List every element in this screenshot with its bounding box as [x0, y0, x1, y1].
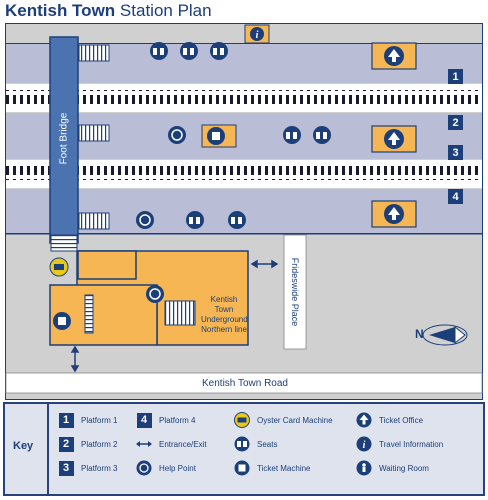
- ticket-office-icon: [371, 42, 417, 70]
- key-label: Ticket Machine: [257, 463, 311, 473]
- ticket-office-icon: [371, 125, 417, 153]
- key-item-ticket-machine: Ticket Machine: [233, 458, 311, 478]
- key-label: Platform 3: [81, 463, 118, 473]
- platform-4-key-icon: 4: [136, 412, 152, 428]
- map-key: Key 1 Platform 1 2 Platform 2 3 Platform…: [3, 402, 485, 496]
- key-label: Platform 1: [81, 415, 118, 425]
- key-label: Platform 4: [159, 415, 196, 425]
- seats-icon: [228, 211, 246, 229]
- ticket-office-icon: [355, 411, 373, 429]
- seats-icon: [180, 42, 198, 60]
- seats-icon: [150, 42, 168, 60]
- kentish-town-road-label: Kentish Town Road: [202, 378, 288, 389]
- key-label: Seats: [257, 439, 278, 449]
- stairs-2: [78, 124, 110, 142]
- key-label: Waiting Room: [379, 463, 429, 473]
- help-point-icon: [146, 285, 164, 303]
- help-point-icon: [168, 126, 186, 144]
- ticket-machine-icon: [233, 459, 251, 477]
- waiting-room-icon: [355, 459, 373, 477]
- underground-label: Kentish Town Underground Northern line: [201, 295, 248, 335]
- platform-number-4: 4: [448, 189, 463, 204]
- station-plan-map: i: [5, 23, 483, 400]
- key-item-platform-2: 2 Platform 2: [57, 434, 117, 454]
- stairs-3: [78, 212, 110, 230]
- foot-bridge-label: Foot Bridge: [58, 112, 70, 165]
- stairs-hall: [84, 294, 94, 334]
- seats-icon: [313, 126, 331, 144]
- entrance-exit-icon: [70, 345, 80, 373]
- key-item-ticket-office: Ticket Office: [355, 410, 423, 430]
- platform-3-key-icon: 3: [58, 460, 74, 476]
- station-plan: i 1 2 3: [5, 23, 483, 400]
- ticket-machine-icon: [53, 312, 71, 330]
- key-label: Entrance/Exit: [159, 439, 207, 449]
- key-label: Travel Information: [379, 439, 444, 449]
- platform-1-key-icon: 1: [58, 412, 74, 428]
- travel-information-icon: i: [355, 435, 373, 453]
- platform-number-2: 2: [448, 115, 463, 130]
- key-item-seats: Seats: [233, 434, 277, 454]
- platform-number-1: 1: [448, 69, 463, 84]
- key-item-platform-3: 3 Platform 3: [57, 458, 117, 478]
- seats-icon: [283, 126, 301, 144]
- key-item-entrance-exit: Entrance/Exit: [135, 434, 207, 454]
- key-label: Help Point: [159, 463, 196, 473]
- key-item-platform-1: 1 Platform 1: [57, 410, 117, 430]
- help-point-icon: [135, 459, 153, 477]
- frideswide-place-label: Frideswide Place: [290, 257, 300, 327]
- title-rest: Station Plan: [119, 1, 212, 20]
- underground-line-3: Northern line: [201, 325, 247, 334]
- underground-line-1: Kentish Town: [210, 295, 238, 314]
- seats-icon: [186, 211, 204, 229]
- entrance-exit-icon: [135, 435, 153, 453]
- seats-icon: [233, 435, 251, 453]
- key-label: Ticket Office: [379, 415, 424, 425]
- kentish-town-road: [5, 372, 483, 394]
- platform-2-key-icon: 2: [58, 436, 74, 452]
- key-item-platform-4: 4 Platform 4: [135, 410, 195, 430]
- key-label: Oyster Card Machine: [257, 415, 333, 425]
- travel-information-icon: i: [244, 24, 270, 44]
- key-item-waiting-room: Waiting Room: [355, 458, 429, 478]
- building-room: [77, 250, 137, 280]
- ticket-office-icon: [371, 200, 417, 228]
- platform-number-3: 3: [448, 145, 463, 160]
- key-item-help-point: Help Point: [135, 458, 196, 478]
- svg-text:i: i: [256, 30, 259, 41]
- key-title: Key: [13, 440, 34, 452]
- key-label: Platform 2: [81, 439, 118, 449]
- oyster-card-machine-icon: [49, 257, 69, 277]
- seats-icons: [150, 42, 331, 229]
- oyster-card-machine-icon: [233, 411, 251, 429]
- help-point-icon: [136, 211, 154, 229]
- north-arrow: [422, 324, 468, 346]
- underground-line-2: Underground: [201, 315, 248, 324]
- title-bold: Kentish Town: [5, 1, 116, 20]
- svg-text:i: i: [363, 440, 366, 451]
- key-item-oyster: Oyster Card Machine: [233, 410, 333, 430]
- north-letter: N: [415, 327, 424, 341]
- page-title: Kentish Town Station Plan: [5, 1, 212, 21]
- key-divider: [47, 404, 49, 494]
- stairs-bridge-bottom: [50, 234, 78, 252]
- seats-icon: [210, 42, 228, 60]
- stairs-1: [78, 44, 110, 62]
- ticket-machine-icon: [201, 124, 237, 148]
- key-item-travel-information: i Travel Information: [355, 434, 443, 454]
- stairs-underground: [164, 300, 196, 326]
- entrance-exit-icon: [250, 259, 279, 269]
- frideswide-place-road: [283, 234, 307, 350]
